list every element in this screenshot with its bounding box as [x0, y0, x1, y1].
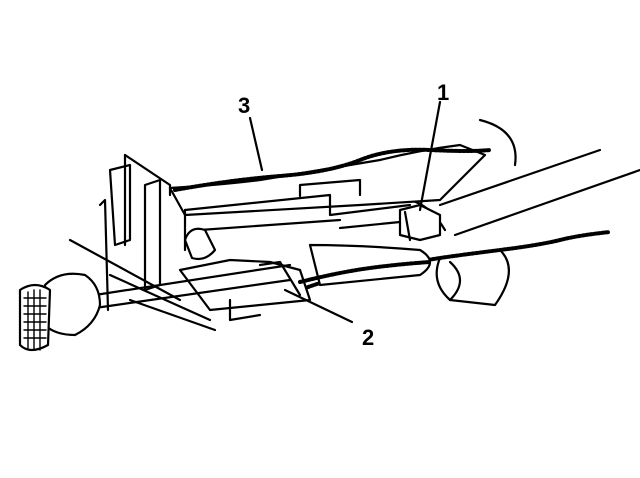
callout-leader-1: [418, 100, 442, 212]
screwdriver-tool: [18, 238, 292, 352]
callout-label-3: 3: [238, 93, 250, 118]
callout-label-2: 2: [362, 325, 374, 350]
callout-leader-3: [248, 116, 264, 172]
housing-panel: [123, 143, 492, 252]
callout-leader-2: [283, 288, 354, 324]
callout-label-1: 1: [437, 80, 449, 105]
handle-grip-texture: [23, 289, 47, 351]
latch-assembly: [178, 227, 432, 322]
